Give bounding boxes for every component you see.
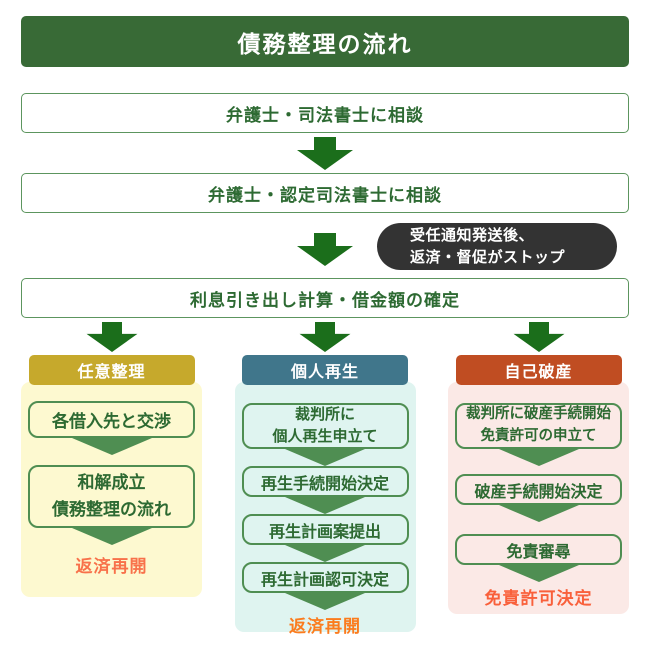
down-triangle-icon: [285, 593, 365, 610]
step-box: 免責審尋: [455, 534, 622, 565]
step-box: 各借入先と交渉: [28, 401, 195, 438]
result-label: 返済再開: [289, 617, 361, 636]
flow-step-consult: 弁護士・司法書士に相談: [21, 93, 629, 133]
down-arrow-icon: [86, 321, 138, 352]
down-arrow-icon: [297, 136, 353, 170]
flow-step-certified-consult: 弁護士・認定司法書士に相談: [21, 173, 629, 213]
arrow-row-1: [21, 133, 629, 173]
debt-settlement-flowchart: 債務整理の流れ 弁護士・司法書士に相談 弁護士・認定司法書士に相談 受任通知発送…: [21, 16, 629, 636]
column-header: 任意整理: [28, 355, 195, 385]
down-triangle-icon: [71, 528, 152, 545]
down-triangle-icon: [498, 449, 579, 466]
result-label: 返済再開: [75, 557, 148, 576]
down-triangle-icon: [71, 438, 152, 455]
column-header: 個人再生: [242, 355, 408, 385]
column-header: 自己破産: [455, 355, 622, 385]
down-arrow-icon: [297, 233, 353, 266]
branch-arrow-slot: [21, 321, 202, 352]
step-box: 破産手続開始決定: [455, 474, 622, 505]
down-triangle-icon: [285, 497, 365, 514]
step-box: 和解成立 債務整理の流れ: [28, 465, 195, 528]
down-arrow-icon: [299, 321, 351, 352]
down-triangle-icon: [498, 565, 579, 582]
step-box: 裁判所に 個人再生申立て: [241, 403, 409, 449]
arrow-row-2: 受任通知発送後、 返済・督促がストップ: [21, 213, 629, 278]
branch-arrow-slot: [448, 321, 629, 352]
column-panel: 裁判所に破産手続開始 免責許可の申立て 破産手続開始決定 免責審尋 免責許可決定: [448, 382, 629, 614]
flow-step-recalculation: 利息引き出し計算・借金額の確定: [21, 278, 629, 318]
step-box: 再生計画認可決定: [241, 562, 409, 593]
column-panel: 裁判所に 個人再生申立て 再生手続開始決定 再生計画案提出 再生計画認可決定 返…: [234, 382, 416, 636]
notice-stop-pill: 受任通知発送後、 返済・督促がストップ: [377, 223, 617, 270]
step-box: 再生計画案提出: [241, 514, 409, 545]
branch-columns: 任意整理 各借入先と交渉 和解成立 債務整理の流れ 返済再開 個人再生 裁判所に…: [21, 355, 629, 636]
column-individual-rehabilitation: 個人再生 裁判所に 個人再生申立て 再生手続開始決定 再生計画案提出 再生計画認…: [234, 355, 416, 636]
branch-arrow-slot: [235, 321, 416, 352]
result-label: 免責許可決定: [484, 589, 593, 608]
branch-arrows-row: [21, 318, 629, 355]
step-box: 裁判所に破産手続開始 免責許可の申立て: [455, 403, 622, 449]
column-bankruptcy: 自己破産 裁判所に破産手続開始 免責許可の申立て 破産手続開始決定 免責審尋 免…: [448, 355, 629, 632]
down-arrow-icon: [513, 321, 565, 352]
step-box: 再生手続開始決定: [241, 466, 409, 497]
column-voluntary-settlement: 任意整理 各借入先と交渉 和解成立 債務整理の流れ 返済再開: [21, 355, 202, 632]
down-triangle-icon: [498, 505, 579, 522]
down-triangle-icon: [285, 545, 365, 562]
column-panel: 各借入先と交渉 和解成立 債務整理の流れ 返済再開: [21, 382, 202, 597]
down-triangle-icon: [285, 449, 365, 466]
page-title: 債務整理の流れ: [21, 16, 629, 67]
